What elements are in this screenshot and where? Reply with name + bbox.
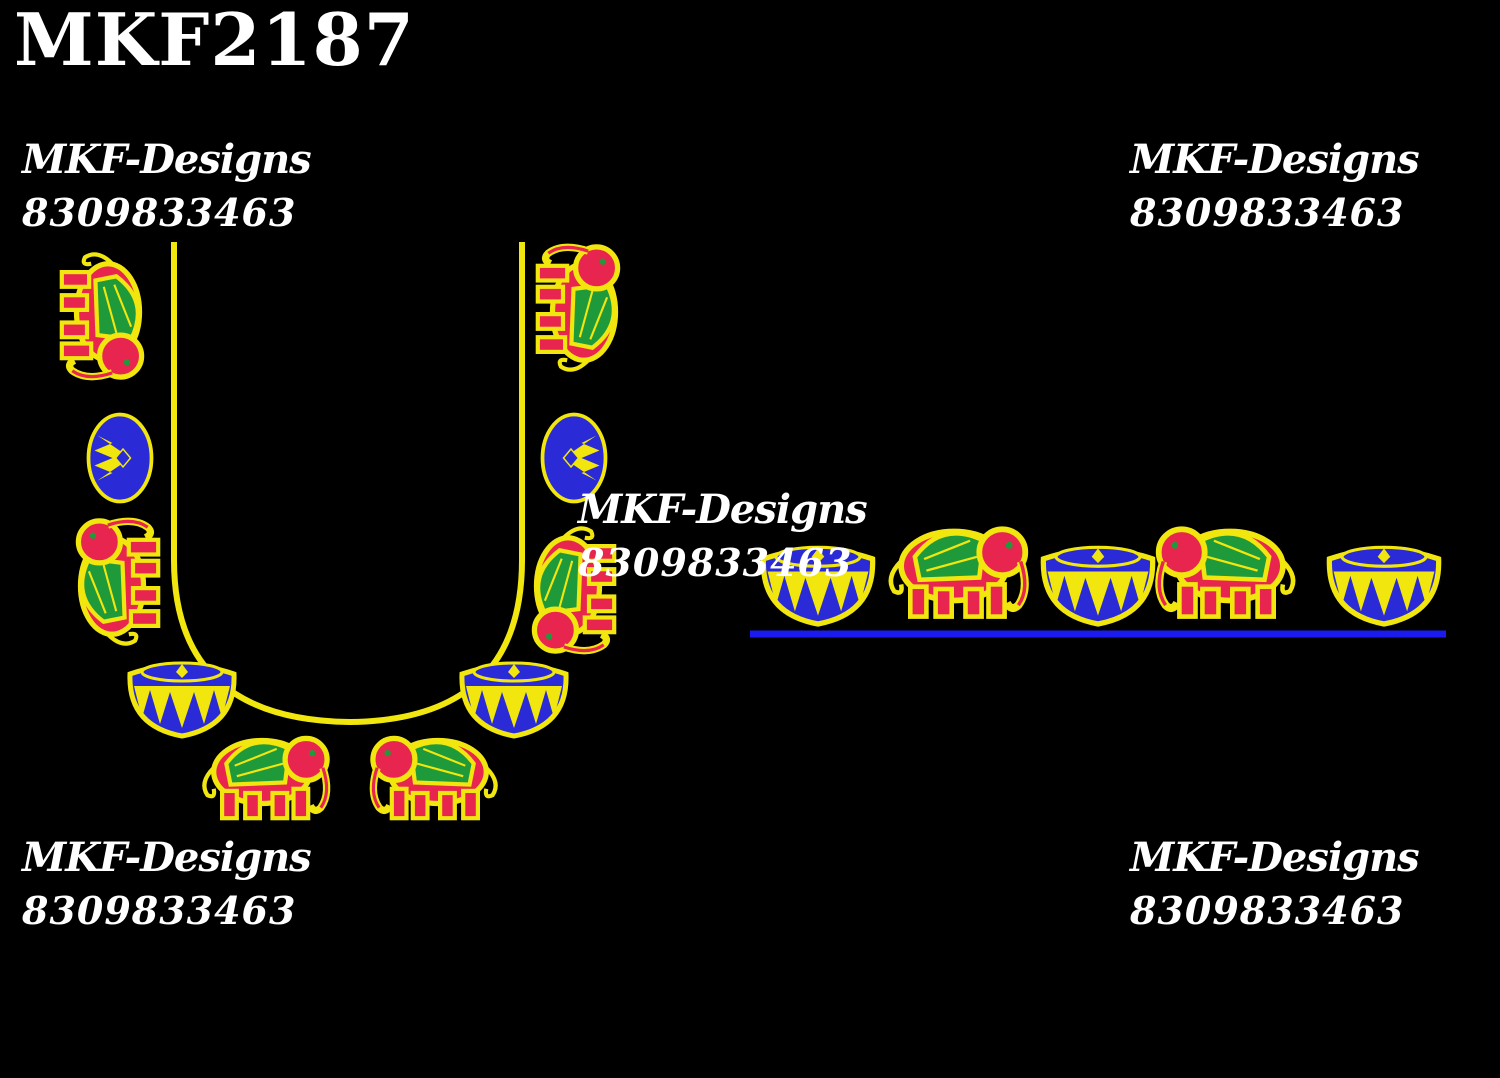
neckline-outline: [171, 242, 525, 726]
watermark-bottom-left: MKF-Designs 8309833463: [22, 834, 312, 933]
pot-icon: [1329, 547, 1438, 624]
watermark-top-left: MKF-Designs 8309833463: [22, 136, 312, 235]
elephant-icon: [204, 738, 327, 818]
watermark-brand: MKF-Designs: [578, 486, 868, 533]
watermark-phone: 8309833463: [22, 888, 297, 933]
watermark-brand: MKF-Designs: [1130, 136, 1420, 183]
elephant-icon: [1159, 529, 1293, 616]
pot-icon: [462, 663, 566, 736]
design-code: MKF2187: [14, 0, 415, 82]
elephant-icon: [62, 254, 142, 377]
watermark-brand: MKF-Designs: [22, 136, 312, 183]
pot-icon: [1043, 547, 1152, 624]
pot-icon: [86, 412, 154, 504]
watermark-center: MKF-Designs 8309833463: [578, 486, 868, 585]
watermark-phone: 8309833463: [1130, 888, 1405, 933]
watermark-phone: 8309833463: [22, 190, 297, 235]
pot-icon: [130, 663, 234, 736]
watermark-bottom-right: MKF-Designs 8309833463: [1130, 834, 1420, 933]
watermark-brand: MKF-Designs: [22, 834, 312, 881]
elephant-icon: [78, 521, 158, 644]
watermark-phone: 8309833463: [578, 540, 853, 585]
elephant-icon: [373, 738, 496, 818]
watermark-top-right: MKF-Designs 8309833463: [1130, 136, 1420, 235]
elephant-icon: [538, 247, 618, 370]
elephant-icon: [891, 529, 1025, 616]
watermark-brand: MKF-Designs: [1130, 834, 1420, 881]
watermark-phone: 8309833463: [1130, 190, 1405, 235]
